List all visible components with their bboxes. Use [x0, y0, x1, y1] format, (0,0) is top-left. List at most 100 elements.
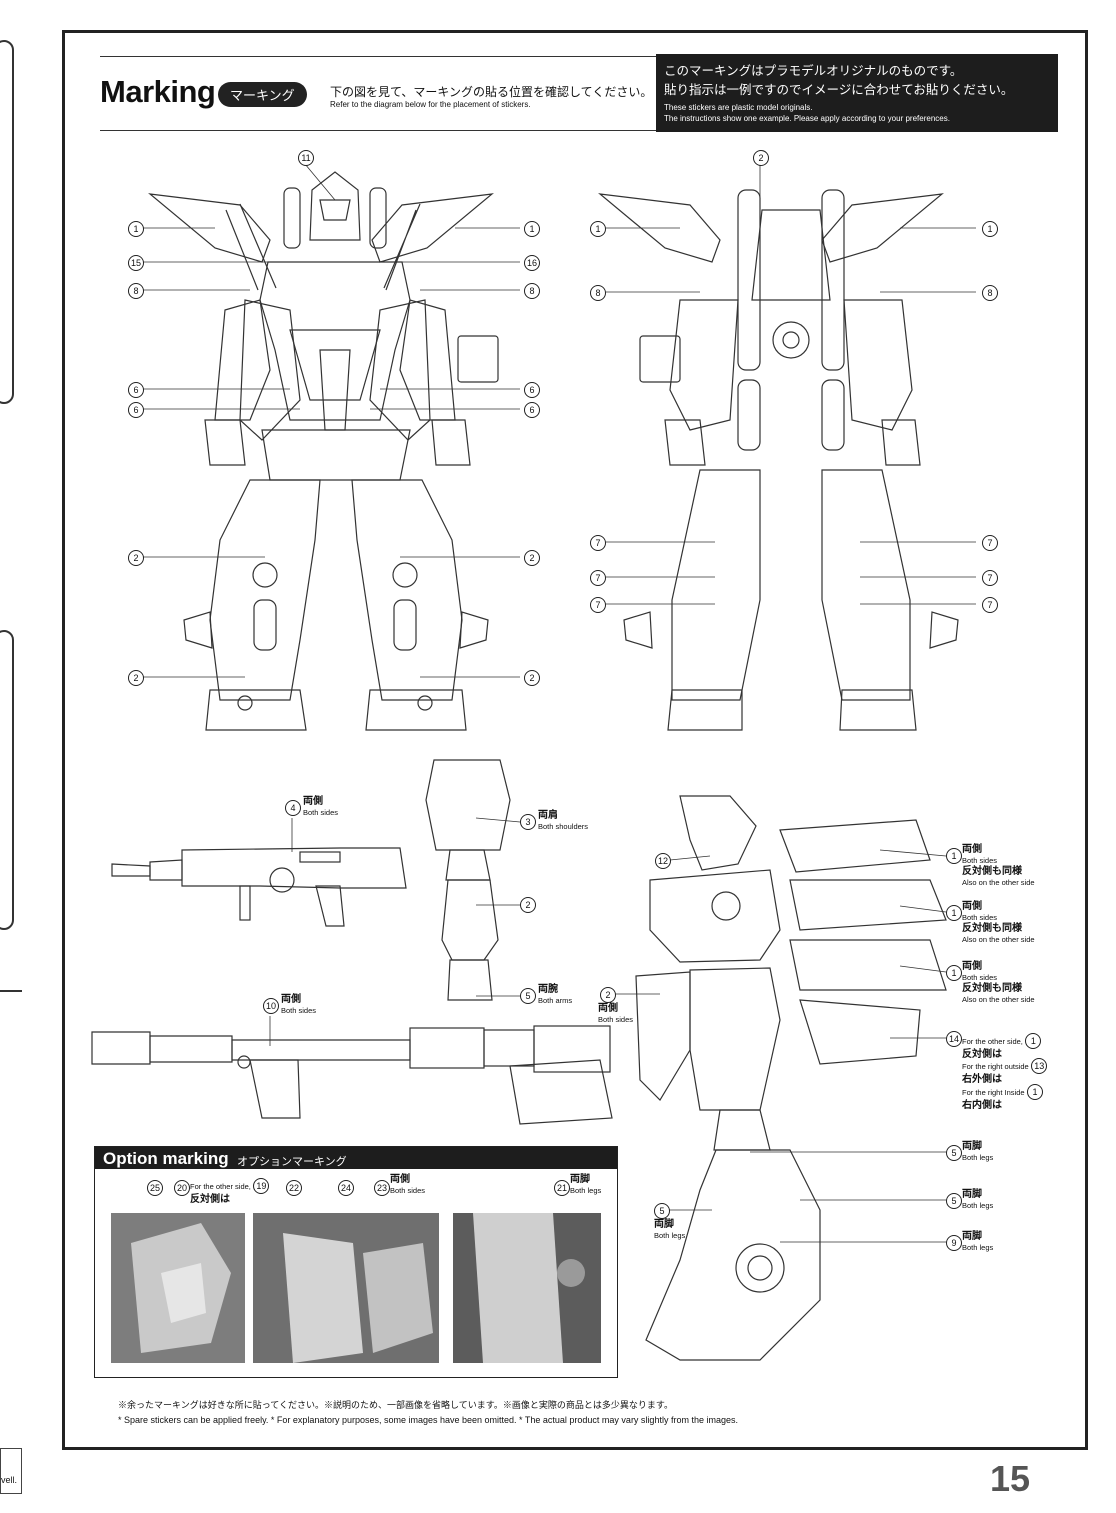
notice-en-2: The instructions show one example. Pleas… [664, 114, 950, 123]
callout-11: 11 [298, 150, 314, 166]
prev-page-box: vell. [0, 1448, 22, 1494]
callout-2: 2 [524, 550, 540, 566]
instruction-jp: 下の図を見て、マーキングの貼る位置を確認してください。 [330, 85, 653, 99]
callout-number: 25 [147, 1180, 163, 1196]
callout-en: For the right outside [962, 1062, 1029, 1071]
callout-2: 2 [128, 670, 144, 686]
header-rule [100, 56, 660, 57]
callout-6: 6 [128, 402, 144, 418]
callout-number: 19 [253, 1178, 270, 1194]
callout-number: 1 [524, 221, 540, 237]
callout-number: 7 [982, 570, 998, 586]
footer-note-jp: ※余ったマーキングは好きな所に貼ってください。※説明のため、一部画像を省略してい… [118, 1400, 673, 1410]
callout-number: 8 [982, 285, 998, 301]
callout-7: 7 [590, 535, 606, 551]
callout-number: 12 [655, 853, 671, 869]
callout-en: Both sides [962, 973, 998, 982]
callout-24: 24 [338, 1180, 354, 1196]
option-photo-leg [453, 1213, 601, 1363]
callout-jp: 両側 [962, 901, 982, 912]
callout-jp: 右外側は [962, 1074, 1002, 1085]
option-photo-head [111, 1213, 245, 1363]
arm-drawing [425, 759, 511, 1001]
callout-number: 6 [128, 402, 144, 418]
callout-12: 12 [655, 853, 671, 869]
callout-en: Both sides [303, 808, 339, 817]
callout-en: For the other side, [190, 1182, 251, 1191]
callout-en: Also on the other side [962, 995, 1035, 1004]
callout-number: 1 [128, 221, 144, 237]
page-title: Marking [100, 74, 216, 109]
callout-number: 2 [520, 897, 536, 913]
prev-page-text: vell. [1, 1475, 18, 1485]
callout-number: 10 [263, 998, 279, 1014]
callout-number: 8 [128, 283, 144, 299]
callout-number: 2 [128, 670, 144, 686]
front-view-drawing [148, 171, 499, 731]
callout-jp: 反対側も同様 [962, 866, 1022, 877]
rifle-drawing [111, 847, 407, 927]
callout-number: 2 [524, 670, 540, 686]
option-photo-chest [253, 1213, 439, 1363]
callout-number: 8 [524, 283, 540, 299]
callout-number: 7 [982, 535, 998, 551]
callout-en: Also on the other side [962, 878, 1035, 887]
marking-header: Marking マーキング 下の図を見て、マーキングの貼る位置を確認してください… [100, 54, 1058, 132]
callout-6: 6 [524, 382, 540, 398]
callout-jp: 反対側は [190, 1194, 230, 1205]
callout-number: 5 [654, 1203, 670, 1219]
callout-16: 16 [524, 255, 540, 271]
callout-en: Both sides [962, 856, 998, 865]
callout-jp: 両側 [962, 961, 982, 972]
title-pill: マーキング [218, 82, 307, 107]
back-view-drawing [598, 189, 959, 731]
option-marking-panel: Option marking オプションマーキング [94, 1146, 618, 1378]
callout-number: 4 [285, 800, 301, 816]
option-title: Option marking [103, 1149, 229, 1168]
callout-number: 1 [946, 905, 962, 921]
photo-shading [253, 1213, 439, 1363]
callout-number: 1 [1027, 1084, 1044, 1100]
callout-number: 7 [590, 597, 606, 613]
callout-number: 1 [1025, 1033, 1042, 1049]
callout-1: 1 [128, 221, 144, 237]
callout-number: 3 [520, 814, 536, 830]
callout-en: Both sides [390, 1186, 426, 1195]
callout-number: 5 [946, 1193, 962, 1209]
callout-number: 5 [520, 988, 536, 1004]
callout-jp: 反対側も同様 [962, 923, 1022, 934]
photo-shading [453, 1213, 601, 1363]
callout-jp: 両脚 [962, 1141, 982, 1152]
callout-en: Both legs [962, 1201, 994, 1210]
callout-jp: 両側 [598, 1003, 618, 1014]
callout-7: 7 [982, 597, 998, 613]
callout-en: Both arms [538, 996, 573, 1005]
callout-7: 7 [982, 570, 998, 586]
callout-number: 6 [128, 382, 144, 398]
callout-number: 8 [590, 285, 606, 301]
option-title-bar: Option marking オプションマーキング [95, 1147, 617, 1169]
page-number: 15 [990, 1458, 1031, 1499]
callout-number: 11 [298, 150, 314, 166]
callout-number: 21 [554, 1180, 570, 1196]
callout-jp: 両側 [390, 1174, 410, 1185]
notice-jp-1: このマーキングはプラモデルオリジナルのものです。 [664, 64, 963, 78]
callout-en: Both legs [654, 1231, 686, 1240]
callout-number: 2 [524, 550, 540, 566]
callout-jp: 両脚 [962, 1189, 982, 1200]
callout-jp: 両側 [303, 796, 323, 807]
prev-page-edge [0, 40, 14, 404]
callout-number: 6 [524, 382, 540, 398]
callout-number: 7 [590, 570, 606, 586]
callout-1: 1 [524, 221, 540, 237]
callout-1: 1 [982, 221, 998, 237]
callout-en: Both shoulders [538, 822, 589, 831]
notice-en-1: These stickers are plastic model origina… [664, 103, 813, 112]
prev-page-edge [0, 630, 14, 930]
